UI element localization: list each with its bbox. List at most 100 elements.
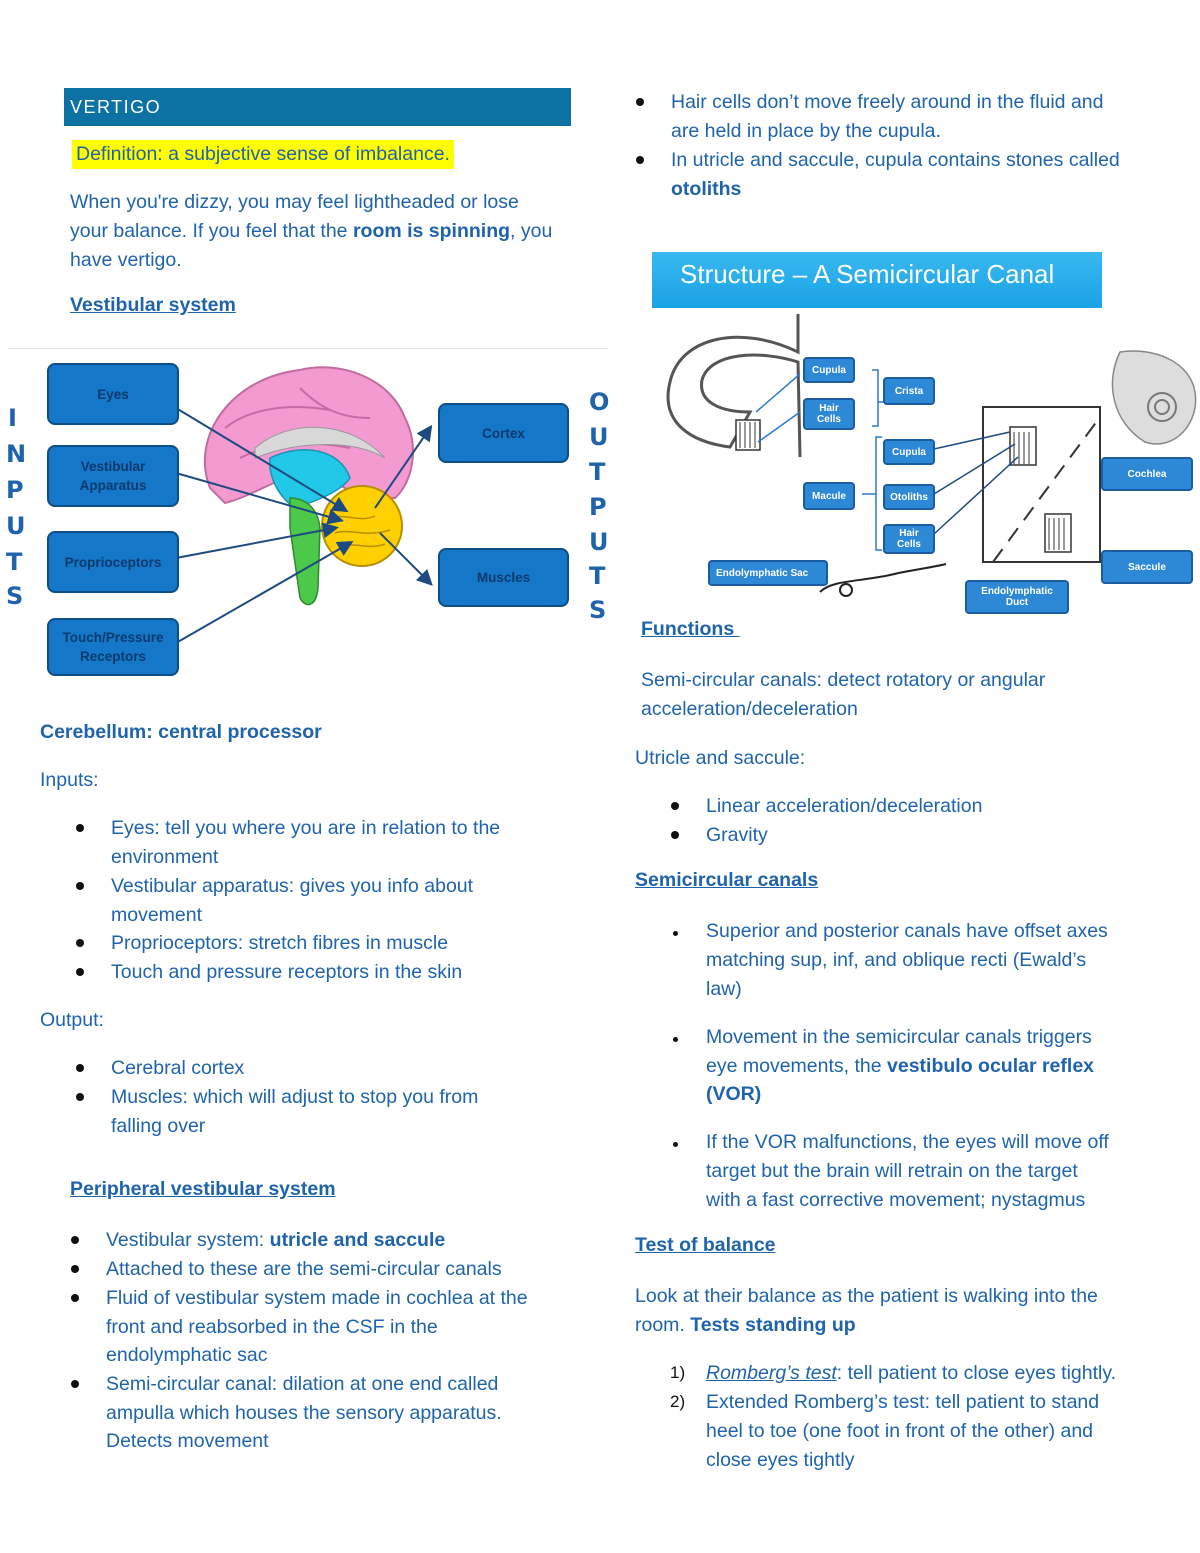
semicircular-list: Superior and posterior canals have offse… <box>600 917 1200 1217</box>
utricle-item-1: Linear acceleration/deceleration <box>706 795 983 817</box>
utricle-list: Linear acceleration/deceleration Gravity <box>600 792 1200 852</box>
label-crista: Crista <box>883 377 935 405</box>
functions-line-1: Semi-circular canals: detect rotatory or… <box>641 669 1046 691</box>
outputs-letter-5: U <box>589 528 609 556</box>
romberg-item-2-cont2: close eyes tightly <box>706 1449 855 1471</box>
inputs-item-2: Vestibular apparatus: gives you info abo… <box>111 875 474 897</box>
output-item-2-cont: falling over <box>111 1115 206 1137</box>
inputs-item-4: Touch and pressure receptors in the skin <box>111 961 463 983</box>
functions-heading: Functions <box>641 618 740 640</box>
intro-line-3: have vertigo. <box>70 249 182 271</box>
inputs-letter-6: S <box>6 582 24 610</box>
semicircular-item-3: If the VOR malfunctions, the eyes will m… <box>706 1131 1109 1153</box>
peripheral-item-4: Semi-circular canal: dilation at one end… <box>106 1373 499 1395</box>
label-cochlea: Cochlea <box>1101 457 1193 491</box>
inputs-letter-4: U <box>6 512 26 540</box>
semicircular-canal-diagram: Structure – A Semicircular Canal Cupula … <box>650 252 1200 617</box>
outputs-letter-6: T <box>589 562 606 590</box>
eyes-box: Eyes <box>47 363 179 425</box>
vestibular-diagram: I N P U T S O U T P U T S E <box>0 348 620 688</box>
inputs-letter-5: T <box>6 548 23 576</box>
otoliths-bold: otoliths <box>671 178 742 200</box>
utricle-label: Utricle and saccule: <box>635 747 806 769</box>
test-balance-heading: Test of balance <box>635 1234 776 1256</box>
label-cupula-top: Cupula <box>803 357 855 383</box>
peripheral-item-4-cont2: Detects movement <box>106 1430 269 1452</box>
romberg-item-2-cont1: heel to toe (one foot in front of the ot… <box>706 1420 1094 1442</box>
inputs-letter-1: I <box>8 404 17 432</box>
label-saccule: Saccule <box>1101 550 1193 584</box>
hair-cells-item-2: In utricle and saccule, cupula contains … <box>671 149 1120 171</box>
peripheral-item-4-cont1: ampulla which houses the sensory apparat… <box>106 1402 502 1424</box>
vertigo-banner: VERTIGO <box>64 88 571 126</box>
structure-title: Structure – A Semicircular Canal <box>680 259 1055 289</box>
outputs-letter-3: T <box>589 458 606 486</box>
room-spinning-bold: room is spinning <box>352 220 511 242</box>
cerebellum-heading: Cerebellum: central processor <box>40 721 322 743</box>
semicircular-item-2-cont1: eye movements, the vestibulo ocular refl… <box>706 1055 1095 1077</box>
outputs-letter-4: P <box>589 493 607 521</box>
inputs-item-1-cont: environment <box>111 846 219 868</box>
label-cupula-mid: Cupula <box>883 439 935 465</box>
output-item-1: Cerebral cortex <box>111 1057 245 1079</box>
label-otoliths: Otoliths <box>883 484 935 510</box>
test-line-2: room. Tests standing up <box>635 1314 856 1336</box>
peripheral-item-3-cont1: front and reabsorbed in the CSF in the <box>106 1316 438 1338</box>
cortex-box: Cortex <box>438 403 569 463</box>
brain-illustration <box>175 366 433 644</box>
canal-drawing <box>666 314 1197 597</box>
romberg-item-2: Extended Romberg’s test: tell patient to… <box>706 1391 1100 1413</box>
utricle-item-2: Gravity <box>706 824 768 846</box>
hair-cells-item-1-cont: are held in place by the cupula. <box>671 120 941 142</box>
inputs-label: Inputs: <box>40 769 99 791</box>
label-endolymphatic-sac: Endolymphatic Sac <box>708 560 828 586</box>
peripheral-heading: Peripheral vestibular system <box>70 1178 336 1200</box>
inputs-list: Eyes: tell you where you are in relation… <box>0 814 600 994</box>
intro-line-1: When you're dizzy, you may feel lighthea… <box>70 191 519 213</box>
test-line-1: Look at their balance as the patient is … <box>635 1285 1098 1307</box>
intro-line-2: your balance. If you feel that the room … <box>70 220 553 242</box>
peripheral-item-2: Attached to these are the semi-circular … <box>106 1258 502 1280</box>
label-macule: Macule <box>803 482 855 510</box>
inputs-letter-3: P <box>6 476 24 504</box>
peripheral-item-3: Fluid of vestibular system made in cochl… <box>106 1287 528 1309</box>
semicircular-item-2-cont2: (VOR) <box>706 1083 762 1105</box>
semicircular-item-1-cont1: matching sup, inf, and oblique recti (Ew… <box>706 949 1087 971</box>
output-item-2: Muscles: which will adjust to stop you f… <box>111 1086 479 1108</box>
inputs-letter-2: N <box>6 440 27 468</box>
output-list: Cerebral cortex Muscles: which will adju… <box>0 1054 600 1154</box>
functions-line-2: acceleration/deceleration <box>641 698 858 720</box>
outputs-letter-2: U <box>589 423 609 451</box>
structure-title-bar: Structure – A Semicircular Canal <box>652 252 1102 308</box>
outputs-letter-7: S <box>589 596 607 624</box>
peripheral-list: Vestibular system: utricle and saccule A… <box>0 1226 600 1466</box>
semicircular-item-1-cont2: law) <box>706 978 742 1000</box>
semicircular-item-3-cont2: with a fast corrective movement; nystagm… <box>706 1189 1086 1211</box>
muscles-box: Muscles <box>438 548 569 607</box>
hair-cells-list: Hair cells don’t move freely around in t… <box>600 88 1200 208</box>
semicircular-item-1: Superior and posterior canals have offse… <box>706 920 1108 942</box>
hair-cells-item-1: Hair cells don’t move freely around in t… <box>671 91 1104 113</box>
outputs-letter-1: O <box>589 388 610 416</box>
romberg-num-1: 1) <box>670 1363 686 1382</box>
romberg-list: 1) Romberg’s test: tell patient to close… <box>600 1359 1200 1479</box>
definition-text: Definition: a subjective sense of imbala… <box>72 140 454 169</box>
inputs-item-2-cont: movement <box>111 904 203 926</box>
semicircular-heading: Semicircular canals <box>635 869 819 891</box>
inputs-item-3: Proprioceptors: stretch fibres in muscle <box>111 932 449 954</box>
semicircular-item-3-cont1: target but the brain will retrain on the… <box>706 1160 1078 1182</box>
vestibular-system-heading: Vestibular system <box>70 294 236 316</box>
peripheral-item-1: Vestibular system: utricle and saccule <box>106 1229 446 1251</box>
banner-title: VERTIGO <box>70 97 162 117</box>
romberg-num-2: 2) <box>670 1392 686 1411</box>
inputs-item-1: Eyes: tell you where you are in relation… <box>111 817 501 839</box>
semicircular-item-2: Movement in the semicircular canals trig… <box>706 1026 1092 1048</box>
output-label: Output: <box>40 1009 104 1031</box>
peripheral-item-3-cont2: endolymphatic sac <box>106 1344 268 1366</box>
proprioceptors-box: Proprioceptors <box>47 531 179 593</box>
